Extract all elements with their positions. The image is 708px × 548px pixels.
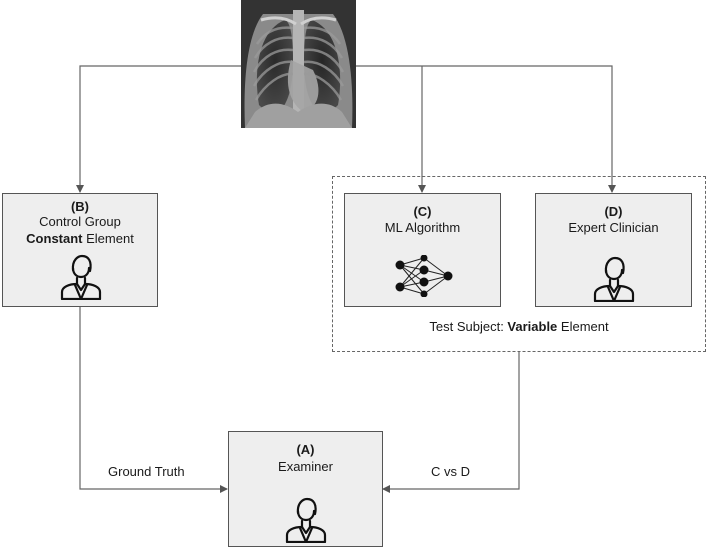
neural-network-icon [395, 255, 453, 297]
group-bold-word: Variable [507, 319, 558, 334]
box-c-title: ML Algorithm [384, 220, 461, 235]
connector-xray-to-d [356, 65, 616, 193]
ml-algorithm-box: (C) ML Algorithm [344, 193, 501, 307]
group-label: Test Subject: Variable Element [333, 319, 705, 335]
box-d-letter: (D) [604, 204, 623, 219]
chest-xray-image [241, 0, 356, 128]
connector-group-to-a [382, 352, 520, 493]
connector-b-to-a [79, 306, 228, 493]
box-d-title: Expert Clinician [568, 220, 659, 235]
person-icon [285, 497, 327, 543]
box-a-title: Examiner [278, 459, 333, 474]
person-icon [60, 254, 102, 300]
test-subject-group: Test Subject: Variable Element [332, 176, 706, 352]
control-group-box: (B) Control Group Constant Element [2, 193, 158, 307]
box-b-line1: Control Group [39, 214, 121, 229]
box-b-rest: Element [82, 231, 134, 246]
box-a-letter: (A) [296, 442, 315, 457]
ground-truth-label: Ground Truth [108, 464, 185, 479]
person-icon [593, 256, 635, 302]
box-b-line2: Constant Element [3, 231, 157, 247]
box-b-letter: (B) [70, 199, 90, 214]
examiner-box: (A) Examiner [228, 431, 383, 547]
c-vs-d-label: C vs D [431, 464, 470, 479]
group-suffix: Element [557, 319, 609, 334]
expert-clinician-box: (D) Expert Clinician [535, 193, 692, 307]
group-prefix: Test Subject: [429, 319, 508, 334]
box-b-bold-word: Constant [26, 231, 83, 246]
connector-xray-to-b [76, 65, 242, 193]
box-c-letter: (C) [413, 204, 432, 219]
